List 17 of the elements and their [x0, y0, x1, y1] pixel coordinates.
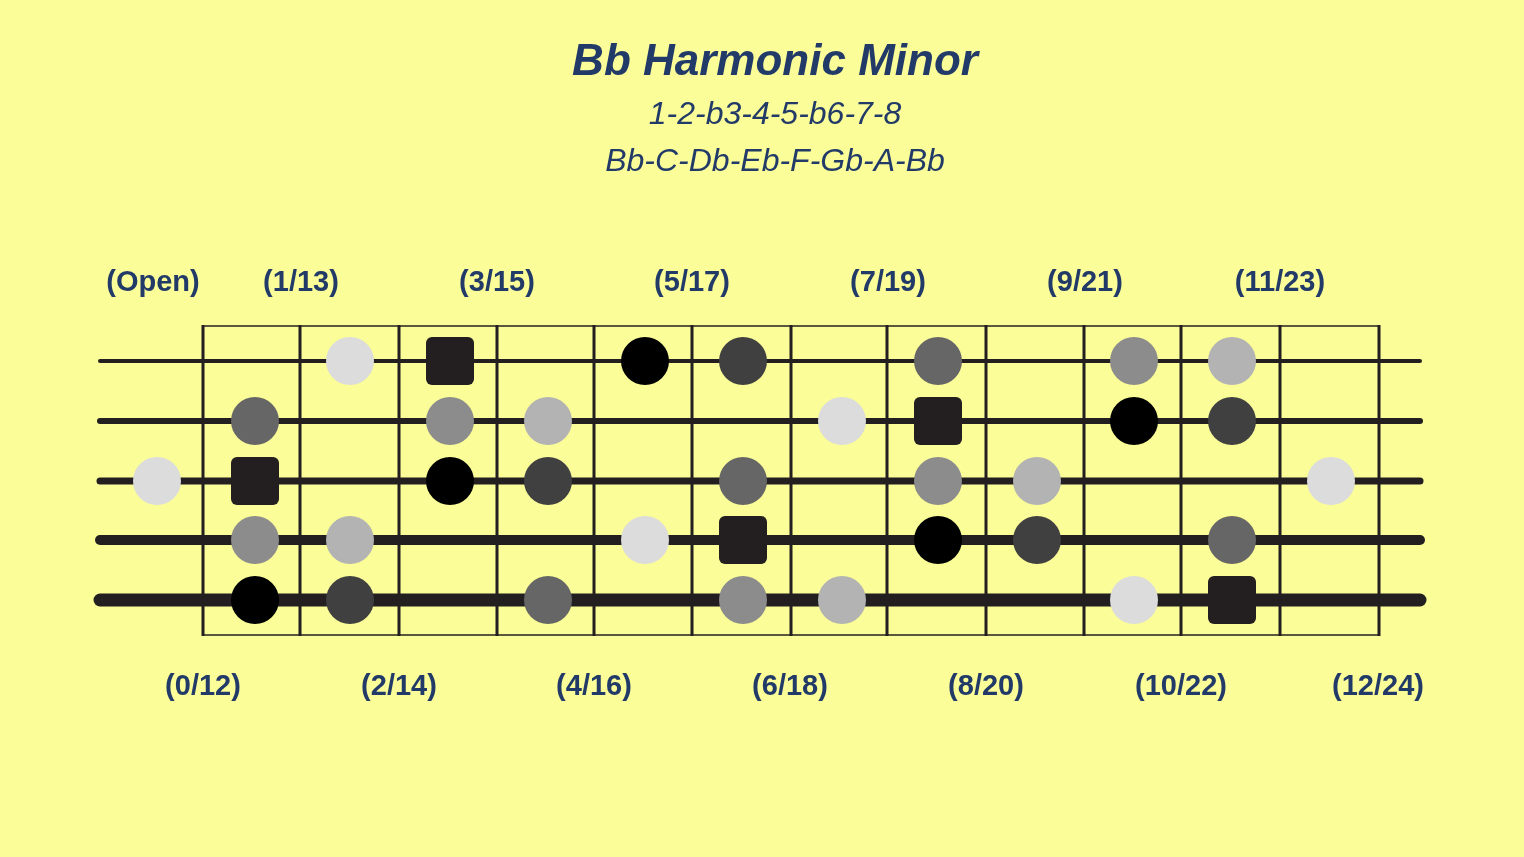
fret-number: (0/12) [165, 668, 241, 702]
fret-number: (5/17) [654, 264, 730, 298]
fret-number: (4/16) [556, 668, 632, 702]
fret-number: (10/22) [1135, 668, 1227, 702]
fret-number: (Open) [106, 264, 200, 298]
fret-number: (3/15) [459, 264, 535, 298]
fret-number: (7/19) [850, 264, 926, 298]
fret-number: (11/23) [1234, 264, 1326, 298]
fret-number: (6/18) [752, 668, 828, 702]
scale-formula: 1-2-b3-4-5-b6-7-8 [648, 94, 902, 132]
fret-number: (8/20) [948, 668, 1024, 702]
fret-number: (12/24) [1332, 668, 1424, 702]
fret-number: (9/21) [1047, 264, 1123, 298]
fret-number: (2/14) [361, 668, 437, 702]
fret-number: (1/13) [263, 264, 339, 298]
scale-formula: Bb-C-Db-Eb-F-Gb-A-Bb [605, 141, 945, 179]
diagram-title: Bb Harmonic Minor [572, 35, 978, 85]
